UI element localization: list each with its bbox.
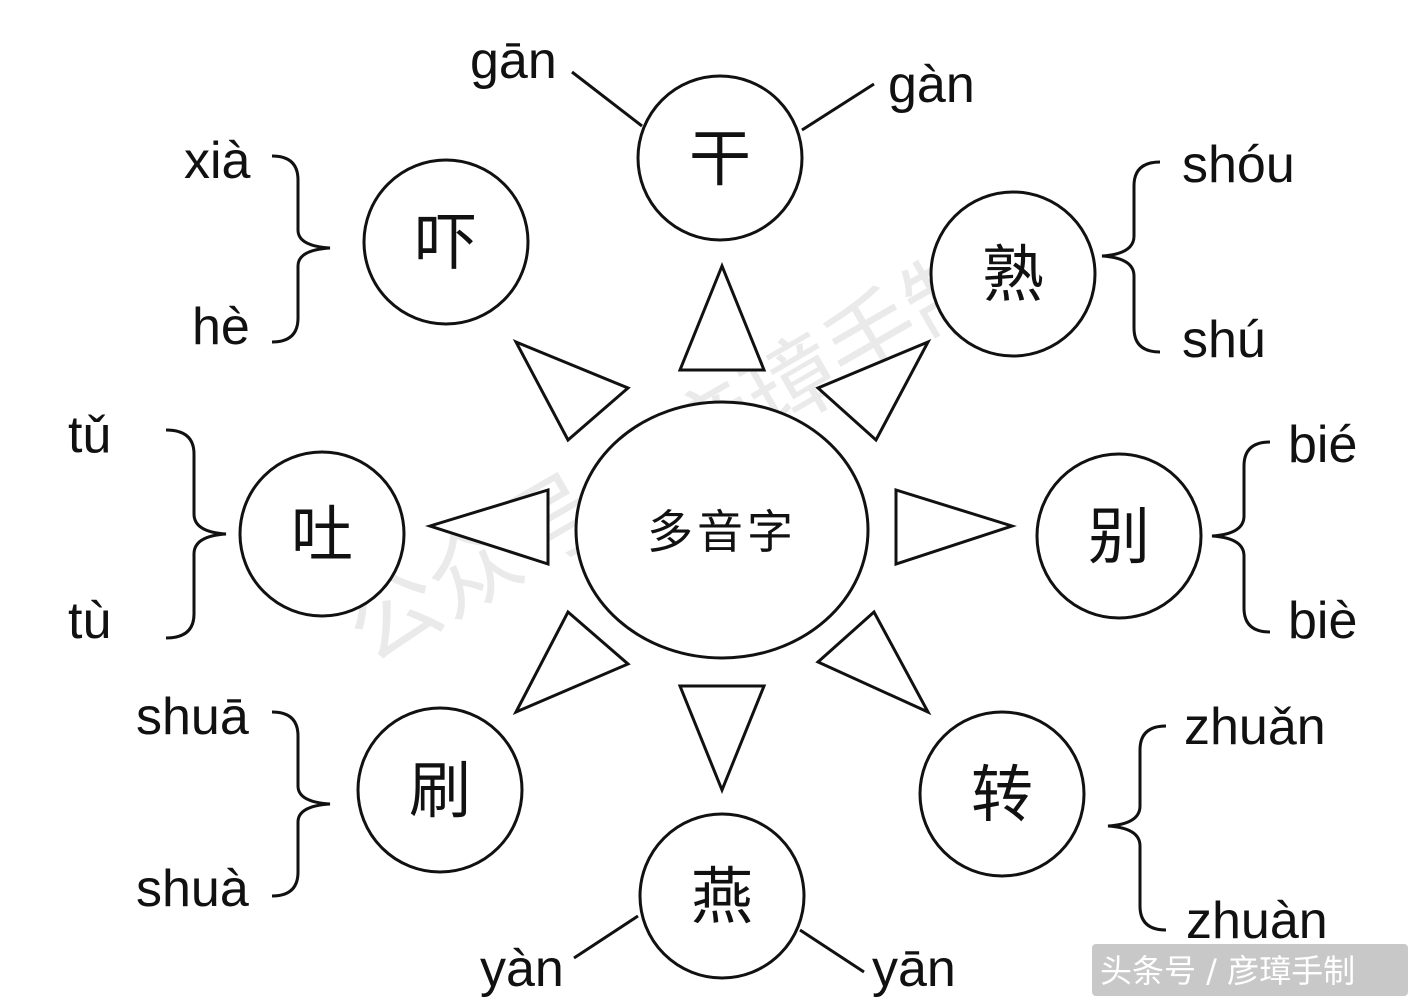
arrow-down-triangle bbox=[677, 684, 767, 795]
arrow-upright-triangle bbox=[815, 338, 932, 443]
arrow-left-triangle bbox=[424, 487, 550, 567]
char-circle-zhuan bbox=[918, 710, 1086, 878]
gan-connector-right bbox=[801, 82, 875, 132]
pinyin-bie-1: bié bbox=[1288, 416, 1357, 474]
tu-bracket bbox=[165, 428, 227, 640]
char-circle-gan bbox=[636, 74, 804, 242]
char-zhuan: 转 bbox=[971, 758, 1033, 831]
char-circle-shua bbox=[356, 706, 524, 874]
pinyin-shua-2: shuà bbox=[136, 860, 249, 918]
char-circle-bie bbox=[1035, 452, 1203, 620]
pinyin-yan-1: yàn bbox=[480, 940, 564, 998]
pinyin-shu-1: shóu bbox=[1182, 136, 1295, 194]
pinyin-zhuan-1: zhuǎn bbox=[1184, 698, 1326, 756]
shua-bracket bbox=[271, 710, 331, 898]
arrow-up-triangle bbox=[677, 261, 767, 372]
credit-background bbox=[1092, 944, 1408, 996]
pinyin-shu-2: shú bbox=[1182, 311, 1266, 369]
pinyin-xia-1: xià bbox=[184, 132, 251, 190]
arrow-right-triangle bbox=[894, 487, 1017, 567]
pinyin-xia-2: hè bbox=[192, 298, 250, 356]
char-circle-xia bbox=[362, 158, 530, 326]
pinyin-tu-1: tǔ bbox=[68, 406, 111, 464]
char-circle-shu bbox=[929, 190, 1097, 358]
char-xia: 吓 bbox=[415, 206, 477, 279]
pinyin-gan-1: gān bbox=[470, 32, 557, 90]
zhuan-bracket bbox=[1107, 724, 1167, 932]
yan-connector-right bbox=[799, 928, 865, 974]
arrow-downleft-triangle bbox=[512, 609, 631, 716]
pinyin-yan-2: yān bbox=[872, 940, 956, 998]
char-tu: 吐 bbox=[291, 498, 353, 571]
credit-text: 头条号 / 彦璋手制 bbox=[1100, 952, 1355, 990]
char-circle-tu bbox=[238, 450, 406, 618]
pinyin-gan-2: gàn bbox=[888, 56, 975, 114]
arrow-upleft-triangle bbox=[512, 339, 631, 443]
arrow-downright-triangle bbox=[815, 609, 932, 716]
char-bie: 别 bbox=[1088, 500, 1150, 573]
char-shu: 熟 bbox=[982, 238, 1044, 311]
char-gan: 干 bbox=[689, 122, 751, 195]
pinyin-zhuan-2: zhuàn bbox=[1186, 892, 1328, 950]
shu-bracket bbox=[1101, 160, 1161, 354]
bie-bracket bbox=[1211, 440, 1271, 634]
center-ellipse bbox=[574, 400, 870, 660]
char-circle-yan bbox=[638, 812, 806, 980]
xia-bracket bbox=[271, 154, 331, 344]
yan-connector-left bbox=[573, 914, 639, 960]
pinyin-tu-2: tù bbox=[68, 592, 111, 650]
gan-connector-left bbox=[571, 70, 643, 128]
pinyin-shua-1: shuā bbox=[136, 688, 249, 746]
char-shua: 刷 bbox=[409, 754, 471, 827]
center-label: 多音字 bbox=[647, 505, 797, 559]
pinyin-bie-2: biè bbox=[1288, 592, 1357, 650]
char-yan: 燕 bbox=[691, 860, 753, 933]
